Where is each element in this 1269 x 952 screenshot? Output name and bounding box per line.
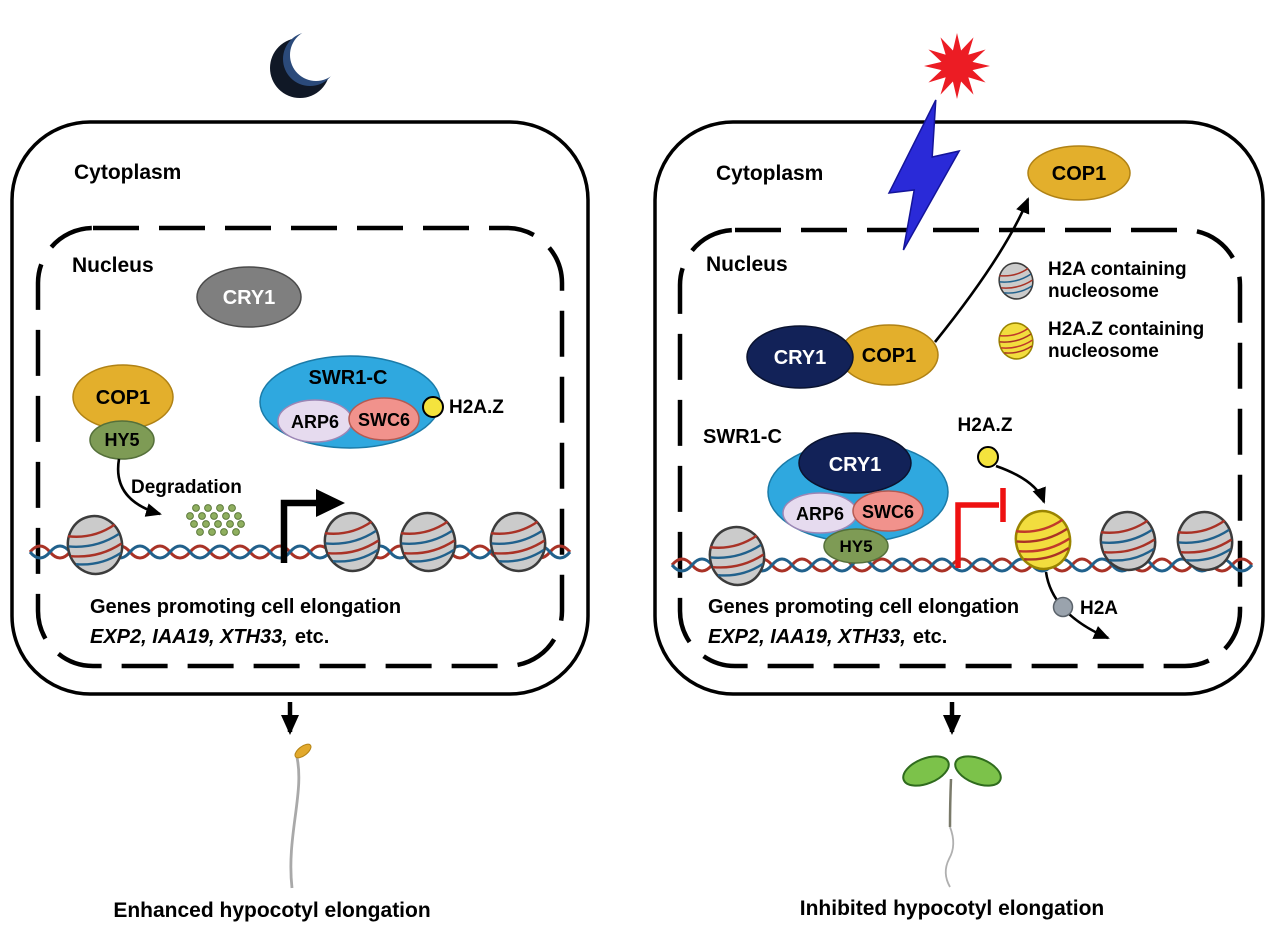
nucleosome-gray — [702, 520, 772, 592]
nucleosome-gray — [393, 506, 463, 578]
seedling-short-hypocotyl — [902, 755, 1002, 888]
arp6-label: ARP6 — [796, 504, 844, 524]
dna-helix — [670, 557, 1254, 573]
swc6-shape — [852, 490, 924, 532]
arp6-label: ARP6 — [291, 412, 339, 432]
nucleus-envelope — [35, 225, 565, 669]
cop1-export-arrow — [933, 197, 1030, 343]
right-panel: Cytoplasm Nucleus COP1 H2A containing nu… — [653, 33, 1265, 920]
swr1c-complex: SWR1-C ARP6 SWC6 H2A.Z — [259, 355, 504, 449]
hy5-label: HY5 — [104, 430, 139, 450]
swr1c-label: SWR1-C — [703, 426, 782, 448]
legend-h2az-icon — [994, 318, 1038, 364]
apical-hook — [294, 743, 312, 759]
protein-cop1-hy5: COP1 HY5 — [72, 364, 174, 460]
legend-h2a-icon — [994, 258, 1038, 304]
cry1-shape — [798, 432, 912, 494]
cry1-shape — [196, 266, 302, 328]
degradation-label: Degradation — [131, 477, 242, 498]
nucleosome-gray — [483, 506, 553, 578]
genes-title: Genes promoting cell elongation — [708, 596, 1019, 618]
moon-icon — [270, 29, 342, 98]
genes-list: EXP2, IAA19, XTH33, etc. — [708, 626, 947, 648]
genes-italic: EXP2, IAA19, XTH33, — [708, 626, 906, 648]
cytoplasm-label: Cytoplasm — [74, 161, 181, 184]
swc6-label: SWC6 — [358, 410, 410, 430]
genes-etc: etc. — [295, 626, 329, 648]
cop1-label: COP1 — [862, 345, 916, 367]
nucleosome-gray — [1170, 505, 1240, 577]
h2az-circle — [977, 446, 999, 468]
h2az-deposition-arrow — [995, 464, 1046, 504]
nucleosome-h2az — [1008, 504, 1078, 576]
outcome-label: Inhibited hypocotyl elongation — [800, 897, 1105, 920]
seedling-long-hypocotyl — [289, 743, 312, 889]
h2az-circle — [422, 396, 444, 418]
swr1c-label: SWR1-C — [309, 367, 388, 389]
cry1-shape — [746, 325, 854, 389]
h2az-label: H2A.Z — [449, 397, 504, 418]
cry1-label: CRY1 — [223, 287, 276, 309]
cry1-cop1-pair: COP1 CRY1 — [746, 324, 939, 389]
legend-h2az-line2: nucleosome — [1048, 341, 1159, 362]
nucleosome-gray — [317, 506, 387, 578]
nucleosome-legend: H2A containing nucleosome H2A.Z containi… — [994, 258, 1204, 364]
light-bolt-icon — [887, 99, 961, 251]
genes-italic: EXP2, IAA19, XTH33, — [90, 626, 288, 648]
h2a-circle — [1052, 596, 1074, 618]
legend-h2a-line1: H2A containing — [1048, 259, 1187, 280]
cry1-label: CRY1 — [829, 454, 882, 476]
cop1-shape — [1027, 145, 1131, 201]
degradation-arrow — [116, 458, 162, 517]
cry1-label: CRY1 — [774, 347, 827, 369]
outcome-label: Enhanced hypocotyl elongation — [113, 899, 430, 922]
h2a-label: H2A — [1080, 598, 1118, 619]
cell-membrane — [10, 120, 590, 696]
sun-icon — [924, 33, 990, 99]
nucleosome-gray — [60, 509, 130, 581]
swc6-label: SWC6 — [862, 502, 914, 522]
swc6-shape — [348, 397, 420, 441]
hy5-shape — [89, 420, 155, 460]
swr1c-complex: CRY1 ARP6 SWC6 HY5 — [767, 432, 949, 564]
genes-etc: etc. — [913, 626, 947, 648]
nucleus-envelope — [677, 227, 1243, 669]
h2az-label: H2A.Z — [958, 415, 1013, 436]
genes-list: EXP2, IAA19, XTH33, etc. — [90, 626, 329, 648]
nucleus-label: Nucleus — [706, 253, 788, 276]
left-panel: Cytoplasm Nucleus CRY1 COP1 HY5 SWR1-C A… — [10, 29, 590, 922]
legend-h2a-line2: nucleosome — [1048, 281, 1159, 302]
cop1-label: COP1 — [1052, 163, 1106, 185]
dna-strand-red — [670, 557, 1254, 573]
hy5-label: HY5 — [839, 537, 872, 556]
inhibition-tbar — [955, 488, 1006, 568]
degradation-dots — [186, 504, 245, 536]
cotyledon-left — [902, 755, 950, 787]
genes-title: Genes promoting cell elongation — [90, 596, 401, 618]
cell-membrane — [653, 120, 1265, 696]
cop1-label: COP1 — [96, 387, 150, 409]
hy5-shape — [823, 528, 889, 564]
protein-cop1-cytoplasm: COP1 — [1027, 145, 1131, 201]
transcription-arrow — [280, 489, 345, 563]
legend-h2az-line1: H2A.Z containing — [1048, 319, 1204, 340]
cotyledon-right — [954, 755, 1002, 787]
protein-cry1: CRY1 — [196, 266, 302, 328]
cytoplasm-label: Cytoplasm — [716, 162, 823, 185]
nucleus-label: Nucleus — [72, 254, 154, 277]
dna-strand-blue — [670, 557, 1254, 573]
